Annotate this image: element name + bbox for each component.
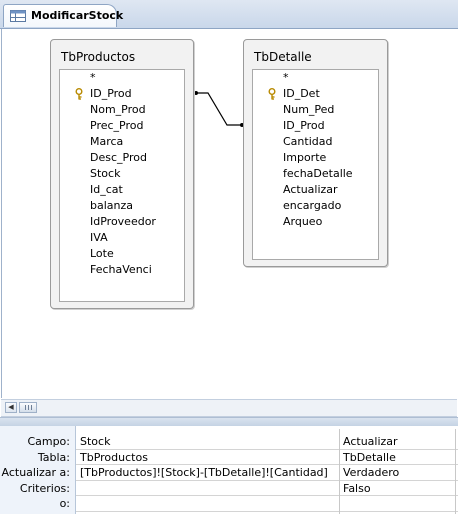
grid-cell-campo[interactable]: Actualizar	[343, 435, 398, 448]
row-label-tabla: Tabla:	[37, 451, 70, 464]
grid-cell-campo[interactable]: Stock	[80, 435, 111, 448]
field-item[interactable]: *	[90, 71, 96, 84]
field-item[interactable]: *	[283, 71, 289, 84]
field-item[interactable]: Desc_Prod	[90, 151, 147, 164]
primary-key-icon	[268, 88, 276, 100]
field-item[interactable]: ID_Prod	[90, 87, 132, 100]
query-design-grid: Campo: Tabla: Actualizar a: Criterios: o…	[0, 426, 458, 514]
field-item[interactable]: Actualizar	[283, 183, 338, 196]
field-item[interactable]: Marca	[90, 135, 124, 148]
grid-column-divider	[339, 429, 340, 514]
scroll-left-icon[interactable]: ◀	[5, 402, 17, 413]
grip-line	[28, 405, 29, 410]
grid-cell-tabla[interactable]: TbDetalle	[343, 451, 396, 464]
primary-key-icon	[75, 88, 83, 100]
field-list[interactable]: * ID_Det Num_Ped ID_Prod Cantidad Import…	[252, 69, 379, 260]
field-item[interactable]: Cantidad	[283, 135, 333, 148]
table-title: TbDetalle	[254, 50, 312, 64]
table-tbdetalle[interactable]: TbDetalle * ID_Det Num_Ped ID_Prod Canti…	[243, 39, 388, 267]
query-design-pane: TbProductos * ID_Prod Nom_Prod Prec_Prod…	[1, 29, 458, 398]
field-item[interactable]: Prec_Prod	[90, 119, 144, 132]
grid-row-headers: Campo: Tabla: Actualizar a: Criterios: o…	[0, 426, 76, 514]
field-item[interactable]: Nom_Prod	[90, 103, 146, 116]
grid-line	[76, 480, 458, 481]
field-item[interactable]: Stock	[90, 167, 121, 180]
design-pane-scrollbar[interactable]: ◀	[1, 399, 457, 417]
query-icon	[10, 10, 26, 22]
scroll-thumb[interactable]	[19, 402, 37, 413]
table-tbproductos[interactable]: TbProductos * ID_Prod Nom_Prod Prec_Prod…	[50, 39, 194, 309]
grip-line	[25, 405, 26, 410]
grid-line	[76, 464, 458, 465]
row-label-actualizar: Actualizar a:	[1, 466, 71, 479]
grid-cell-criterios[interactable]: Falso	[343, 482, 371, 495]
grid-column-divider	[455, 429, 456, 514]
grip-line	[31, 405, 32, 410]
row-label-o: o:	[59, 497, 70, 510]
field-item[interactable]: ID_Prod	[283, 119, 325, 132]
row-label-campo: Campo:	[27, 435, 70, 448]
table-title: TbProductos	[61, 50, 136, 64]
field-item[interactable]: IdProveedor	[90, 215, 156, 228]
field-item[interactable]: Importe	[283, 151, 327, 164]
field-item[interactable]: FechaVenci	[90, 263, 152, 276]
field-item[interactable]: encargado	[283, 199, 342, 212]
field-item[interactable]: IVA	[90, 231, 108, 244]
row-label-criterios: Criterios:	[19, 482, 70, 495]
grid-line	[76, 449, 458, 450]
field-item[interactable]: fechaDetalle	[283, 167, 353, 180]
field-item[interactable]: Num_Ped	[283, 103, 335, 116]
field-item[interactable]: Lote	[90, 247, 114, 260]
grid-cell-actualizar[interactable]: Verdadero	[343, 466, 400, 479]
grid-cell-actualizar[interactable]: [TbProductos]![Stock]-[TbDetalle]![Canti…	[80, 466, 328, 479]
field-item[interactable]: ID_Det	[283, 87, 320, 100]
grid-line	[76, 511, 458, 512]
field-item[interactable]: Arqueo	[283, 215, 323, 228]
tab-modificarstock[interactable]: ModificarStock	[3, 4, 123, 27]
grid-cell-tabla[interactable]: TbProductos	[80, 451, 148, 464]
field-item[interactable]: Id_cat	[90, 183, 123, 196]
document-tab-strip: ModificarStock	[0, 0, 458, 29]
grid-line	[76, 495, 458, 496]
field-list[interactable]: * ID_Prod Nom_Prod Prec_Prod Marca Desc_…	[59, 69, 185, 302]
field-item[interactable]: balanza	[90, 199, 134, 212]
tab-title: ModificarStock	[31, 9, 124, 22]
